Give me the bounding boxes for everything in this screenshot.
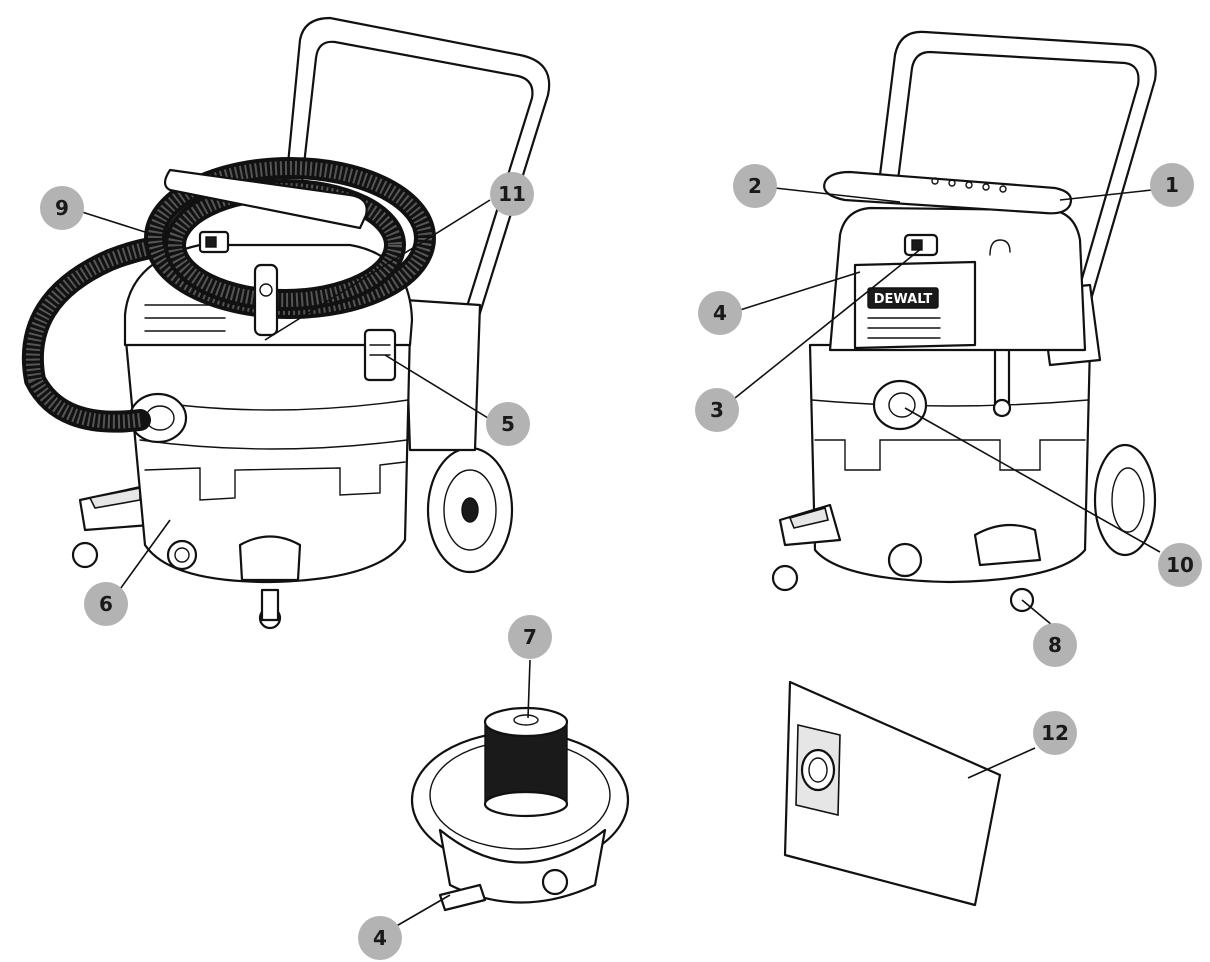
callout-11: 11 — [490, 172, 534, 216]
cartridge-filter-nut — [513, 714, 539, 726]
dust-bag — [783, 680, 1002, 907]
cartridge-filter-top — [483, 706, 569, 738]
callout-9: 7 — [508, 615, 552, 659]
leader-12 — [967, 747, 1036, 779]
accessory-holes — [931, 177, 1007, 193]
powerhead-vents-right — [867, 317, 941, 339]
svg-text:11: 11 — [498, 182, 526, 206]
drain-port-inner — [174, 547, 190, 563]
rear-wheel-hub — [443, 469, 497, 551]
svg-text:1: 1 — [1165, 173, 1179, 197]
cord-hook — [989, 239, 1011, 256]
leader-8 — [1021, 599, 1053, 626]
callout-5: 5 — [486, 402, 530, 446]
right-view-strap-ring — [992, 398, 1012, 418]
svg-text:4: 4 — [373, 926, 387, 950]
brand-label: DEWALT — [874, 292, 933, 307]
leader-7 — [81, 211, 146, 233]
top-carry-handle — [163, 168, 368, 230]
top-handle-right-view — [823, 170, 1073, 215]
hose-coil-inner-ribs — [168, 183, 402, 307]
leader-4b — [392, 894, 451, 929]
housing-tab — [438, 883, 487, 912]
side-latch-ribs — [369, 344, 391, 356]
vacuum-rear-view: DEWALT — [771, 30, 1157, 613]
callout-2: 2 — [733, 164, 777, 208]
rear-wheel-right-view — [1093, 443, 1157, 557]
leader-4a — [739, 271, 861, 311]
svg-text:12: 12 — [1041, 721, 1069, 745]
blower-port — [872, 379, 928, 431]
svg-text:8: 8 — [1048, 633, 1062, 657]
leader-9 — [527, 659, 531, 719]
hose-draped-ribs — [25, 241, 152, 429]
brand-plate — [867, 287, 939, 309]
callout-7: 9 — [40, 186, 84, 230]
svg-text:7: 7 — [523, 625, 537, 649]
callout-3: 3 — [695, 388, 739, 432]
rear-wheel-right-hub — [1111, 467, 1145, 533]
filter-lid-assembly — [410, 706, 630, 912]
leader-2 — [774, 187, 901, 203]
vacuum-front-view — [21, 16, 551, 630]
callout-12: 12 — [1033, 711, 1077, 755]
drain-port — [166, 539, 198, 571]
svg-text:9: 9 — [55, 196, 69, 220]
dust-bag-port — [800, 748, 836, 792]
callout-10: 10 — [1158, 543, 1202, 587]
blower-port-opening — [888, 392, 916, 418]
tank-left-view — [123, 328, 412, 584]
right-view-front-pedal — [973, 523, 1042, 567]
rear-wheel-axle — [461, 497, 479, 523]
svg-text:4: 4 — [713, 301, 727, 325]
svg-text:5: 5 — [501, 412, 515, 436]
tank-right-rib-2 — [811, 399, 1089, 407]
cord-wrap-tab-hole — [259, 283, 273, 297]
cartridge-filter-bottom — [483, 790, 569, 818]
power-switch-right-rocker — [911, 239, 923, 251]
svg-text:3: 3 — [710, 398, 724, 422]
front-pedal — [238, 535, 302, 582]
tank-right-view — [808, 343, 1092, 584]
leader-lines — [81, 187, 1161, 929]
hose-coil-outer-ribs — [148, 161, 432, 315]
leader-10 — [904, 407, 1161, 553]
leader-3 — [734, 247, 923, 399]
dust-bag-port-inner — [808, 757, 828, 783]
callout-1: 1 — [1150, 163, 1194, 207]
svg-text:6: 6 — [99, 592, 113, 616]
cord-wrap-tab — [253, 263, 279, 337]
callout-8: 8 — [1033, 623, 1077, 667]
right-view-drain-port — [887, 542, 923, 578]
tank-rib-2 — [144, 461, 406, 501]
callout-4-bottom: 4 — [358, 916, 402, 960]
leader-1 — [1059, 189, 1153, 201]
power-switch-rocker — [205, 236, 217, 248]
left-caster — [71, 541, 99, 569]
callout-6: 6 — [84, 582, 128, 626]
leader-5 — [384, 354, 489, 419]
front-caster-stem — [260, 588, 280, 622]
svg-text:10: 10 — [1166, 553, 1194, 577]
leader-6 — [117, 519, 171, 593]
right-view-left-caster — [771, 564, 799, 592]
callout-4-top: 4 — [698, 291, 742, 335]
leader-11 — [264, 199, 491, 341]
svg-text:2: 2 — [748, 174, 762, 198]
tank-rib-3 — [139, 439, 408, 450]
tank-right-rib — [814, 439, 1086, 471]
right-view-left-foot-pad — [788, 507, 829, 529]
housing-port — [541, 868, 569, 896]
